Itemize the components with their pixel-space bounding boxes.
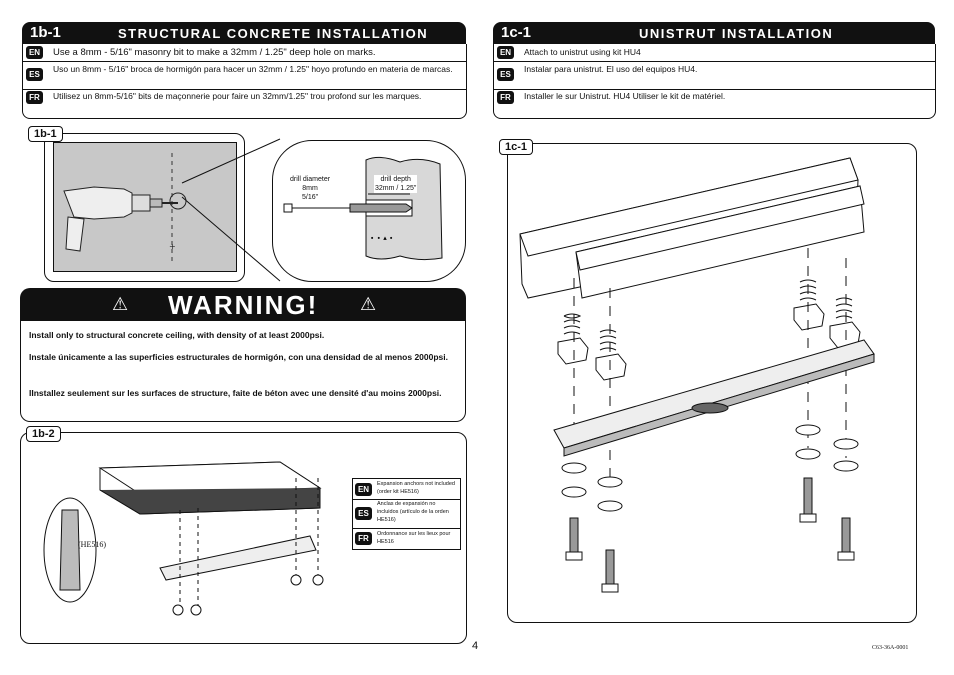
drill-diameter-line: drill diameter bbox=[290, 176, 331, 183]
section-1c-header: 1c-1 UNISTRUT INSTALLATION bbox=[493, 22, 935, 44]
warning-triangle-icon: ⚠ bbox=[112, 294, 129, 315]
page-number: 4 bbox=[472, 640, 479, 652]
drill-diameter-label: drill diameter 8mm 5/16" bbox=[290, 175, 330, 202]
instruction-row: FR Installer le sur Unistrut. HU4 Utilis… bbox=[494, 89, 935, 104]
step-number: 1c-1 bbox=[501, 24, 532, 41]
step-number: 1b-1 bbox=[30, 24, 61, 41]
drill-diameter-in: 5/16" bbox=[301, 194, 319, 201]
lang-tag: EN bbox=[355, 483, 372, 496]
panel-label: 1b-2 bbox=[26, 426, 61, 442]
anchor-label: (HE516) bbox=[78, 540, 106, 549]
drill-detail-icon: ∙ ∙ ▴ ∙ bbox=[283, 156, 443, 261]
instruction-row: ES Instalar para unistrut. El uso del eq… bbox=[494, 61, 935, 90]
ceiling-mount-illustration bbox=[43, 461, 324, 616]
instruction-text: Installer le sur Unistrut. HU4 Utiliser … bbox=[524, 91, 726, 101]
unistrut-assembly-illustration bbox=[519, 157, 875, 593]
instructions-1b: EN Use a 8mm - 5/16" masonry bit to make… bbox=[22, 44, 467, 119]
note-row: EN Expansion anchors not included (order… bbox=[353, 479, 460, 500]
panel-label: 1c-1 bbox=[499, 139, 534, 155]
drill-depth-value: 32mm / 1.25" bbox=[375, 185, 417, 192]
instruction-row: EN Attach to unistrut using kit HU4 bbox=[494, 44, 935, 62]
note-text: Ordonnance sur les lieux pour HE516 bbox=[377, 531, 451, 545]
instruction-row: EN Use a 8mm - 5/16" masonry bit to make… bbox=[23, 44, 466, 62]
lang-tag: FR bbox=[26, 91, 43, 104]
warning-triangle-icon: ⚠ bbox=[360, 294, 377, 315]
instruction-text: Utilisez un 8mm-5/16" bits de maçonnerie… bbox=[53, 91, 422, 101]
drill-depth-line: drill depth bbox=[380, 176, 411, 183]
instruction-text: Use a 8mm - 5/16" masonry bit to make a … bbox=[53, 47, 376, 58]
instruction-row: FR Utilisez un 8mm-5/16" bits de maçonne… bbox=[23, 89, 466, 104]
drill-illustration: + bbox=[53, 142, 237, 272]
zoom-connector bbox=[181, 138, 281, 282]
panel-label: 1b-1 bbox=[28, 126, 63, 142]
instructions-1c: EN Attach to unistrut using kit HU4 ES I… bbox=[493, 44, 936, 119]
instruction-text: Attach to unistrut using kit HU4 bbox=[524, 47, 641, 57]
svg-text:∙ ∙ ▴ ∙: ∙ ∙ ▴ ∙ bbox=[370, 234, 393, 242]
drill-diameter-mm: 8mm bbox=[302, 185, 318, 192]
lang-tag: FR bbox=[497, 91, 514, 104]
note-text: Anclas de expansión no incluidos (artícu… bbox=[377, 501, 449, 523]
note-row: FR Ordonnance sur les lieux pour HE516 bbox=[353, 528, 460, 548]
anchor-note-box: EN Expansion anchors not included (order… bbox=[352, 478, 461, 550]
section-title: STRUCTURAL CONCRETE INSTALLATION bbox=[118, 26, 429, 41]
instruction-row: ES Uso un 8mm - 5/16" broca de hormigón … bbox=[23, 61, 466, 90]
warning-body: Install only to structural concrete ceil… bbox=[20, 321, 466, 422]
warning-text-es: Instale únicamente a las superficies est… bbox=[29, 352, 448, 362]
panel-1b1: + bbox=[44, 133, 245, 282]
lang-tag: FR bbox=[355, 532, 372, 545]
note-text: Expansion anchors not included (order ki… bbox=[377, 481, 455, 495]
lang-tag: EN bbox=[26, 46, 43, 59]
warning-text-en: Install only to structural concrete ceil… bbox=[29, 330, 325, 340]
lang-tag: ES bbox=[355, 507, 372, 520]
svg-text:+: + bbox=[169, 242, 176, 251]
instruction-text: Uso un 8mm - 5/16" broca de hormigón par… bbox=[53, 64, 453, 74]
drill-icon: + bbox=[63, 153, 187, 261]
lang-tag: ES bbox=[497, 68, 514, 81]
drill-depth-label: drill depth 32mm / 1.25" bbox=[374, 175, 418, 193]
lang-tag: ES bbox=[26, 68, 43, 81]
warning-header: ⚠ WARNING! ⚠ bbox=[20, 288, 466, 321]
instruction-text: Instalar para unistrut. El uso del equip… bbox=[524, 64, 698, 74]
section-title: UNISTRUT INSTALLATION bbox=[639, 26, 834, 41]
warning-text-fr: IInstallez seulement sur les surfaces de… bbox=[29, 388, 442, 398]
warning-title: WARNING! bbox=[168, 290, 319, 320]
lang-tag: EN bbox=[497, 46, 514, 59]
document-code: C63-36A-0001 bbox=[872, 645, 909, 651]
section-1b-header: 1b-1 STRUCTURAL CONCRETE INSTALLATION bbox=[22, 22, 466, 44]
note-row: ES Anclas de expansión no incluidos (art… bbox=[353, 499, 460, 529]
